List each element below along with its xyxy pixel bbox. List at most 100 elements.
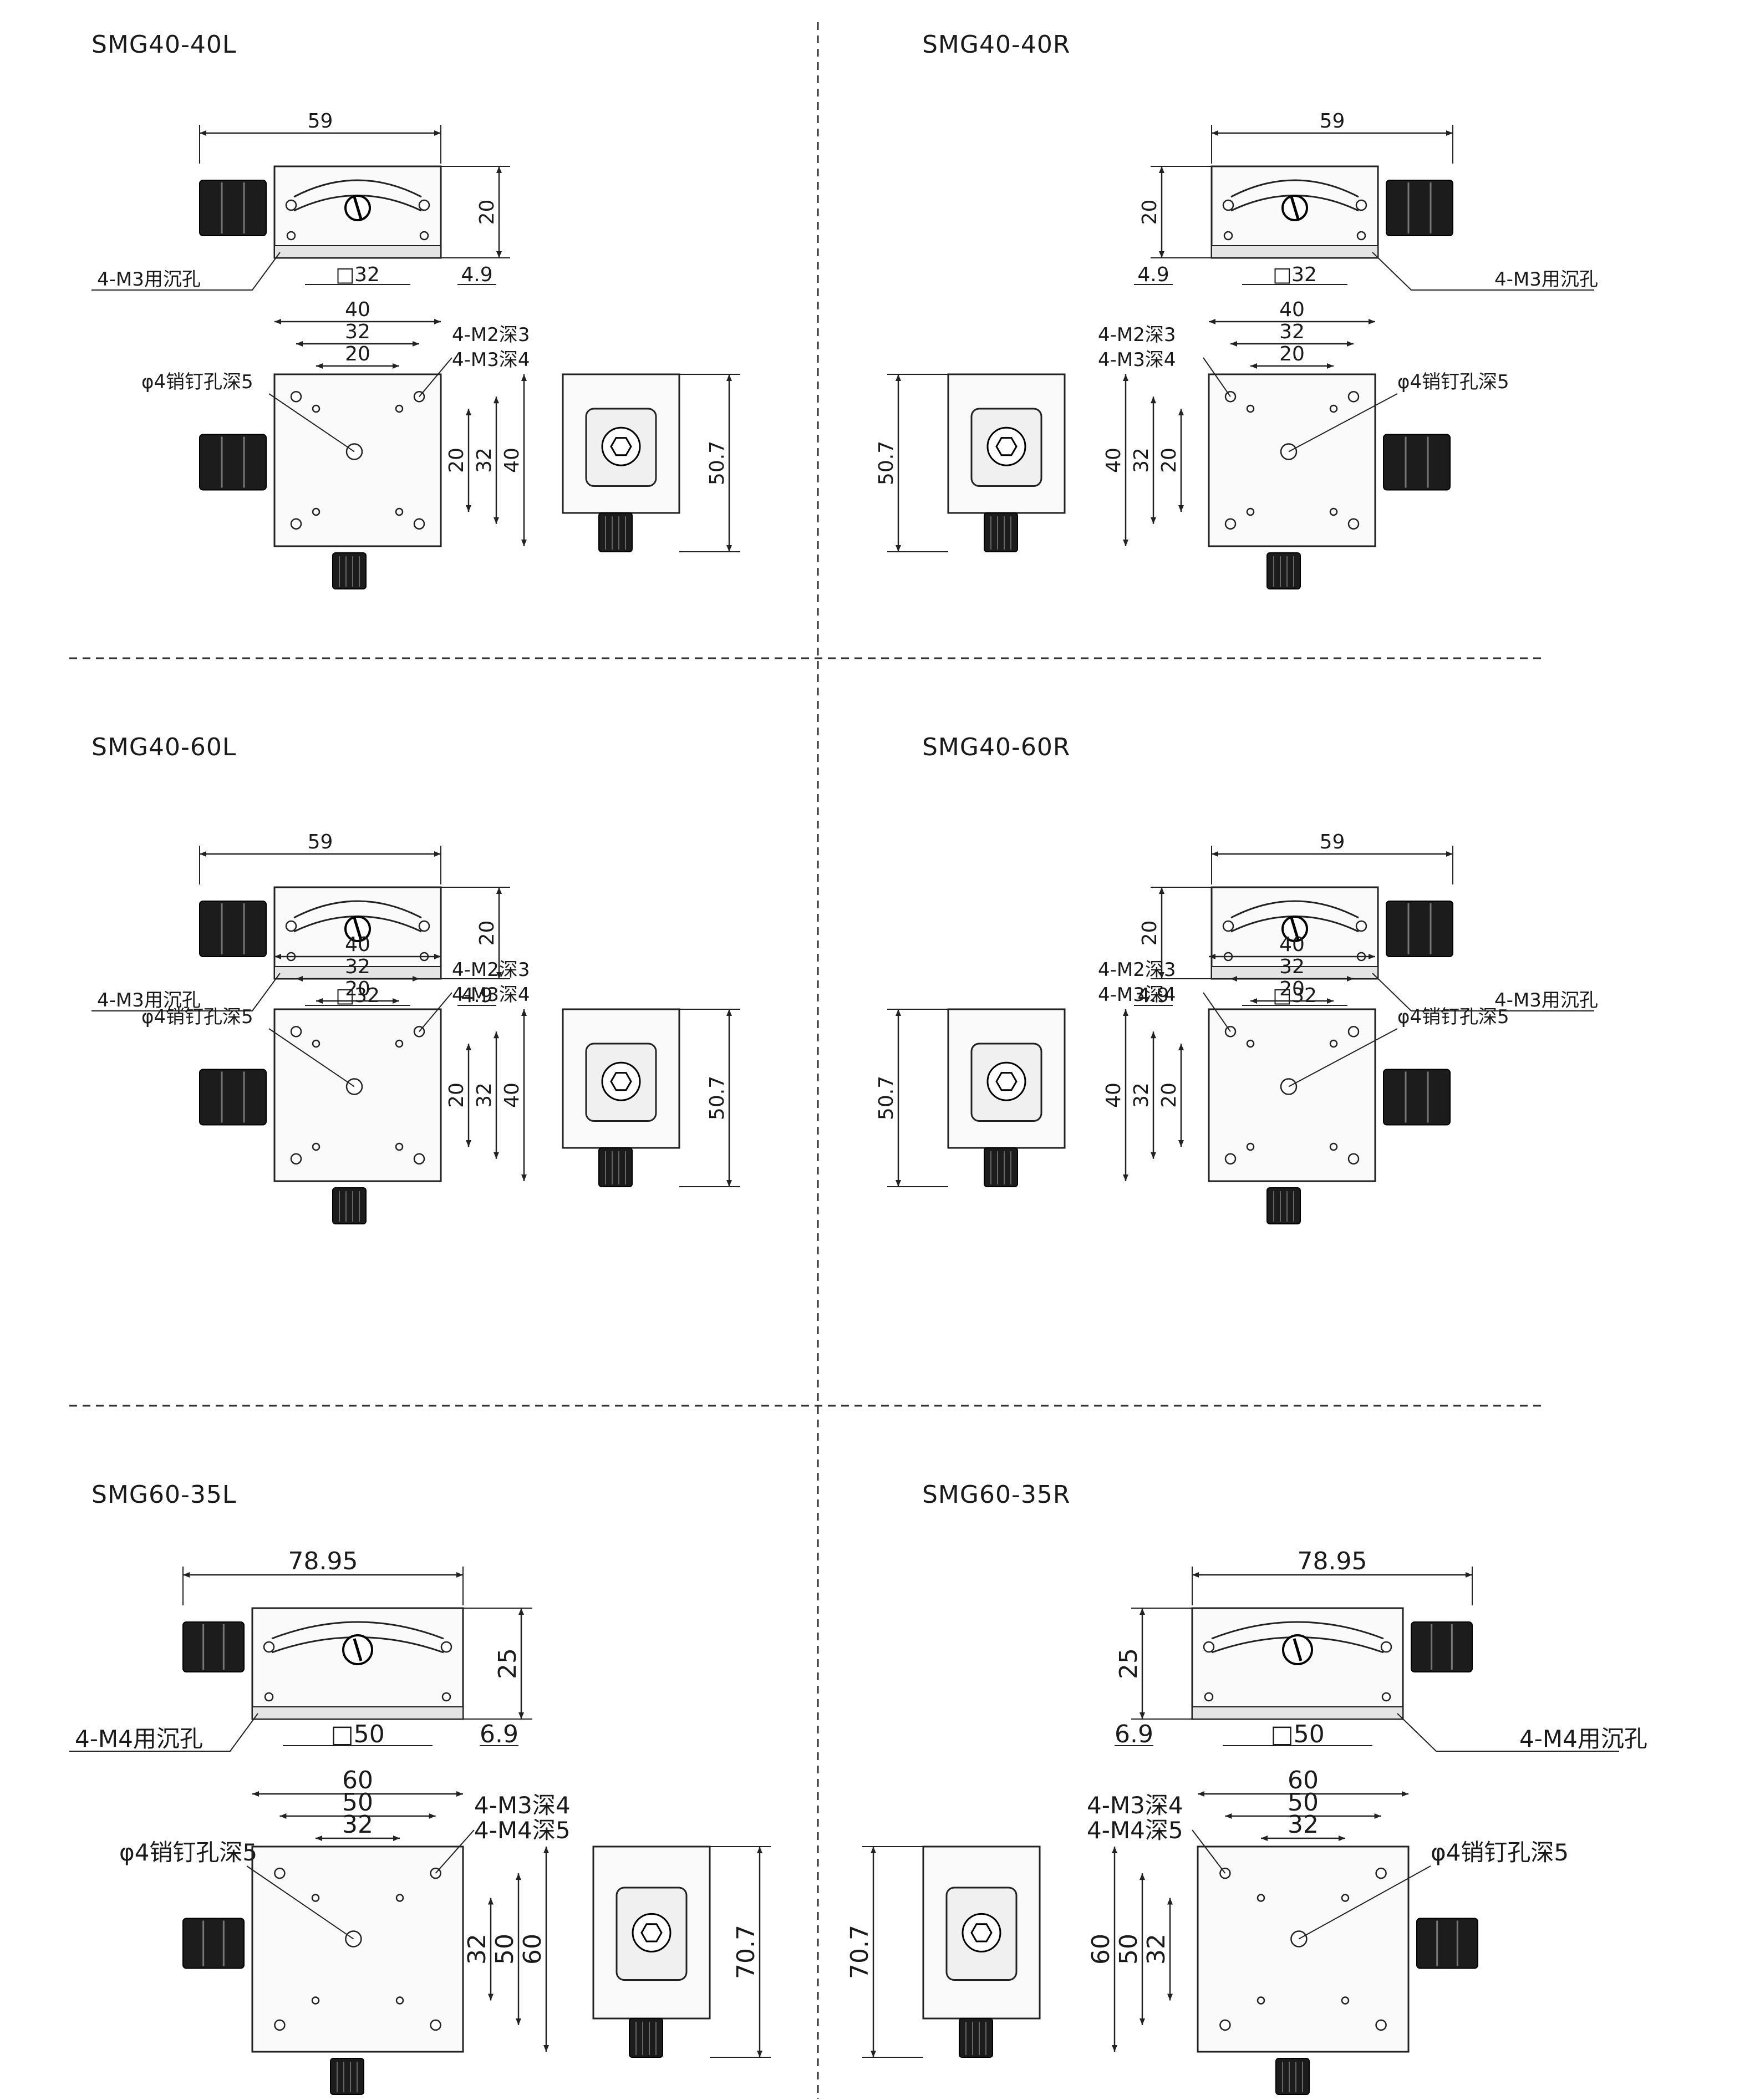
model-title: SMG60-35L — [91, 1481, 237, 1509]
dimension-arrow — [896, 374, 901, 381]
leader-line — [1372, 252, 1594, 291]
arc-guide — [293, 179, 422, 198]
dimension-label: 4.9 — [461, 263, 492, 286]
corner-tapped-hole — [1219, 1867, 1231, 1879]
dimension-label: □32 — [335, 263, 380, 286]
inner-tapped-hole — [1246, 1142, 1255, 1151]
dimension-arrow — [726, 374, 732, 381]
dimension-label: 59 — [1320, 831, 1345, 853]
dimension-arrow — [1225, 1813, 1232, 1819]
dimension-label: 20 — [345, 343, 370, 365]
inner-tapped-hole — [1341, 1894, 1350, 1902]
dimension-label: 70.7 — [732, 1925, 760, 1979]
corner-tapped-hole — [1347, 518, 1360, 530]
dimension-arrow — [316, 363, 323, 369]
bottom-knob — [984, 512, 1018, 552]
dimension-arrow — [252, 1791, 259, 1797]
arc-guide — [293, 900, 422, 919]
pin-callout: φ4销钉孔深5 — [1397, 1006, 1509, 1028]
adjust-knob — [199, 180, 267, 236]
bottom-knob — [629, 2018, 663, 2058]
adjust-knob — [1383, 1069, 1451, 1126]
stage-base — [1211, 245, 1379, 258]
inner-tapped-hole — [395, 1142, 404, 1151]
dimension-arrow — [1167, 1994, 1173, 2001]
dimension-label: 32 — [1130, 1082, 1153, 1108]
dimension-arrow — [518, 1712, 524, 1719]
dimension-arrow — [1209, 319, 1215, 324]
bottom-knob — [959, 2018, 993, 2058]
dimension-arrow — [1140, 2018, 1145, 2025]
dimension-label: 20 — [445, 448, 468, 473]
dimension-label: 20 — [476, 921, 499, 946]
dimension-arrow — [434, 851, 441, 857]
countersink-hole — [1356, 231, 1366, 241]
dimension-arrow — [871, 1847, 876, 1853]
arc-guide — [1230, 900, 1359, 919]
dimension-arrow — [1178, 1044, 1184, 1050]
mount-hole — [1203, 1641, 1215, 1653]
hex-head — [610, 1072, 632, 1091]
mount-hole — [285, 920, 297, 932]
dimension-arrow — [274, 954, 281, 959]
bottom-knob — [330, 2058, 364, 2095]
dimension-label: 4-M3用沉孔 — [97, 989, 201, 1011]
dimension-label: 32 — [1279, 321, 1305, 343]
dimension-arrow — [1230, 341, 1237, 347]
dimension-arrow — [183, 1572, 190, 1578]
dimension-label: 40 — [1279, 933, 1305, 956]
dimension-label: 70.7 — [846, 1925, 874, 1979]
arc-guide — [1211, 1621, 1384, 1640]
dimension-arrow — [1140, 1873, 1145, 1880]
hex-socket — [986, 426, 1026, 466]
pin-callout: φ4销钉孔深5 — [141, 371, 253, 393]
dimension-arrow — [1151, 517, 1156, 524]
dimension-arrow — [1347, 976, 1354, 982]
dimension-arrow — [1159, 887, 1164, 894]
dimension-arrow — [1212, 851, 1218, 857]
dimension-label: □32 — [1273, 984, 1317, 1007]
dimension-arrow — [496, 251, 502, 258]
inner-tapped-hole — [311, 1996, 320, 2005]
dimension-arrow — [466, 409, 471, 415]
dimension-label: 50.7 — [706, 441, 729, 485]
dimension-arrow — [296, 976, 303, 982]
dimension-arrow — [274, 319, 281, 324]
tap-callout: 4-M4深5 — [1087, 1817, 1183, 1844]
inner-tapped-hole — [1257, 1996, 1265, 2005]
dimension-label: 20 — [1158, 448, 1181, 473]
dimension-label: 50 — [491, 1934, 519, 1965]
stage-plan-view — [251, 1845, 464, 2053]
countersink-hole — [264, 1692, 274, 1702]
inner-tapped-hole — [312, 404, 321, 413]
dimension-arrow — [1198, 1791, 1204, 1797]
dimension-arrow — [466, 1140, 471, 1147]
dimension-label: 50 — [1288, 1788, 1319, 1817]
dimension-arrow — [518, 1608, 524, 1615]
arc-guide — [271, 1621, 444, 1640]
leader-line — [1372, 973, 1594, 1011]
dimension-arrow — [1178, 1140, 1184, 1147]
dimension-arrow — [1123, 540, 1128, 546]
dimension-arrow — [1446, 130, 1453, 136]
dimension-arrow — [434, 954, 441, 959]
dimension-label: 59 — [1320, 110, 1345, 133]
dimension-label: 32 — [473, 448, 496, 473]
dimension-arrow — [1327, 998, 1334, 1004]
corner-tapped-hole — [274, 1867, 286, 1879]
stage-base — [274, 245, 441, 258]
hex-socket — [601, 426, 641, 466]
dimension-label: 60 — [1288, 1766, 1319, 1794]
dimension-arrow — [1151, 1152, 1156, 1159]
inner-tapped-hole — [312, 507, 321, 516]
stage-plan-view — [273, 373, 442, 547]
corner-tapped-hole — [274, 2019, 286, 2031]
adjust-knob — [199, 901, 267, 957]
dimension-label: 20 — [445, 1082, 468, 1108]
corner-tapped-hole — [1347, 1026, 1360, 1038]
mount-hole — [418, 920, 430, 932]
